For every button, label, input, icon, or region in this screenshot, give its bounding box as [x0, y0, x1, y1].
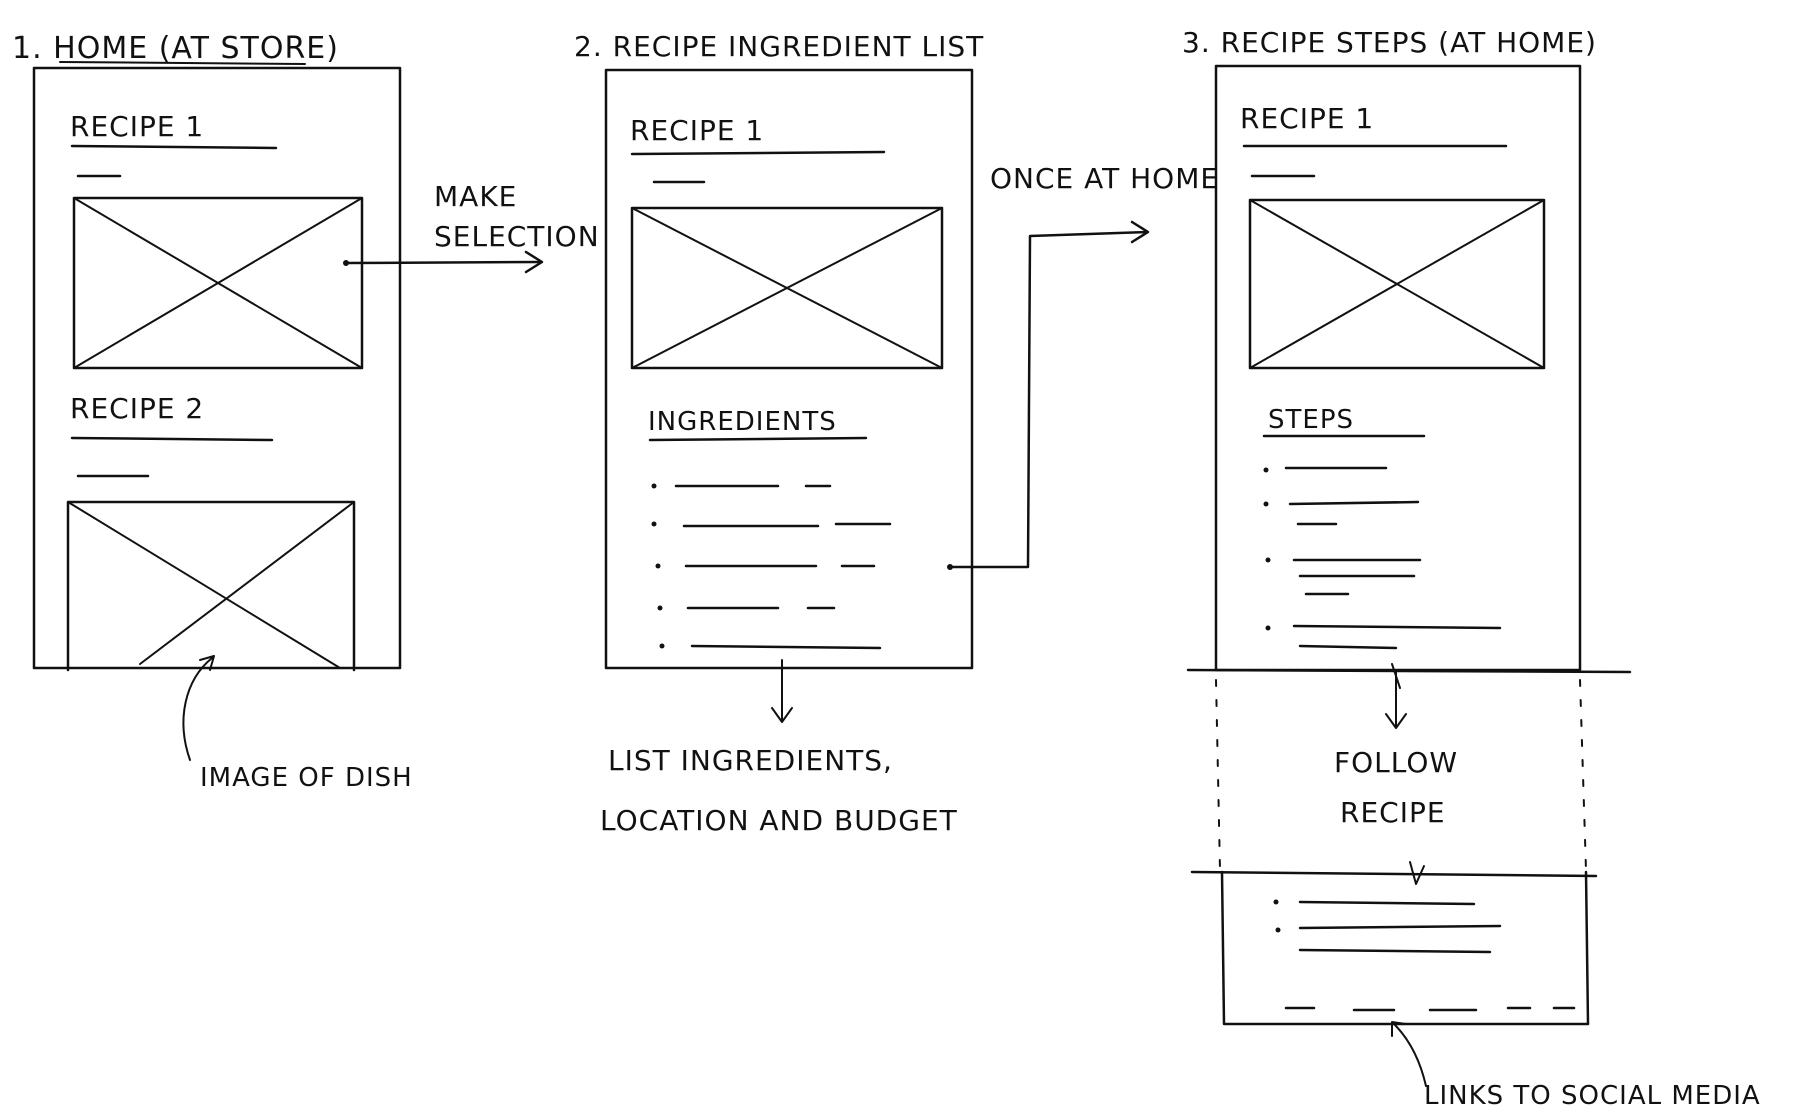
steps-list: [1263, 466, 1502, 650]
ingredients-note-line1: LIST INGREDIENTS,: [608, 744, 893, 777]
list-item: [1263, 500, 1420, 526]
recipe-2-heading: RECIPE 2: [70, 392, 204, 425]
social-links-row[interactable]: [1284, 1006, 1576, 1012]
ingredients-underline: [648, 436, 868, 442]
ingredients-note-line2: LOCATION AND BUDGET: [600, 804, 958, 837]
list-item: [1265, 557, 1422, 596]
screen-1-title-underline: [59, 61, 306, 65]
once-at-home-label: ONCE AT HOME: [990, 162, 1219, 195]
footer-screen: [1220, 870, 1590, 1026]
make-selection-flow: MAKE SELECTION: [343, 180, 600, 274]
list-item: [651, 483, 832, 489]
screen-2-recipe-underline: [630, 150, 886, 156]
image-of-dish-label: IMAGE OF DISH: [200, 763, 413, 793]
fold-line-top: [1186, 668, 1632, 674]
image-placeholder-3: [630, 206, 944, 370]
list-item: [1263, 466, 1388, 473]
follow-recipe-arrowhead: [1385, 713, 1407, 729]
selection-arrowhead: [524, 250, 544, 274]
social-links-arrowhead: [1391, 1021, 1407, 1037]
screen-3-recipe-heading: RECIPE 1: [1240, 102, 1374, 135]
recipe-1-underline: [70, 144, 278, 150]
social-links-label: LINKS TO SOCIAL MEDIA: [1424, 1081, 1761, 1111]
ingredients-note-arrowhead: [771, 707, 793, 723]
list-item: [657, 605, 836, 611]
recipe-1-heading: RECIPE 1: [70, 110, 204, 143]
screen-3-recipe-steps: 3. RECIPE STEPS (AT HOME) RECIPE 1 STEPS: [1182, 26, 1761, 1111]
steps-heading: STEPS: [1268, 405, 1354, 435]
once-at-home-arrow: [948, 230, 1148, 569]
fold-marker: [1409, 861, 1425, 885]
screen-1-title: 1. HOME (AT STORE): [12, 31, 339, 66]
list-item: [651, 521, 892, 528]
follow-recipe-pointer: [1391, 663, 1401, 727]
once-at-home-flow: ONCE AT HOME: [947, 162, 1219, 570]
screen-2-recipe-heading: RECIPE 1: [630, 114, 764, 147]
screen-2-ingredient-list: 2. RECIPE INGREDIENT LIST RECIPE 1 INGRE…: [574, 30, 984, 837]
image-placeholder-4: [1248, 198, 1546, 370]
ingredient-list: [651, 483, 892, 650]
recipe-2-underline: [70, 436, 274, 442]
image-of-dish-arrowhead: [199, 655, 215, 671]
make-selection-label-line1: MAKE: [434, 180, 517, 213]
selection-arrow: [344, 260, 542, 265]
list-item: [1265, 624, 1502, 650]
follow-recipe-line2: RECIPE: [1340, 796, 1446, 829]
social-links-pointer: [1393, 1023, 1427, 1087]
make-selection-label-line2: SELECTION: [434, 220, 600, 253]
ingredients-heading: INGREDIENTS: [648, 407, 837, 437]
image-placeholder-1: [72, 196, 364, 370]
phone-frame-2: [604, 68, 974, 670]
fold-line-bottom: [1190, 870, 1598, 878]
image-of-dish-pointer: [182, 657, 213, 761]
list-item: [659, 643, 882, 650]
screen-3-title: 3. RECIPE STEPS (AT HOME): [1182, 26, 1597, 59]
phone-frame-1: [32, 66, 402, 670]
list-item: [655, 563, 876, 569]
image-placeholder-2: [66, 500, 356, 672]
screen-2-title: 2. RECIPE INGREDIENT LIST: [574, 30, 984, 63]
screen-1-home: 1. HOME (AT STORE) RECIPE 1 RECIPE 2 IMA…: [12, 31, 413, 793]
follow-recipe-line1: FOLLOW: [1334, 746, 1458, 779]
once-at-home-arrowhead: [1130, 220, 1150, 244]
